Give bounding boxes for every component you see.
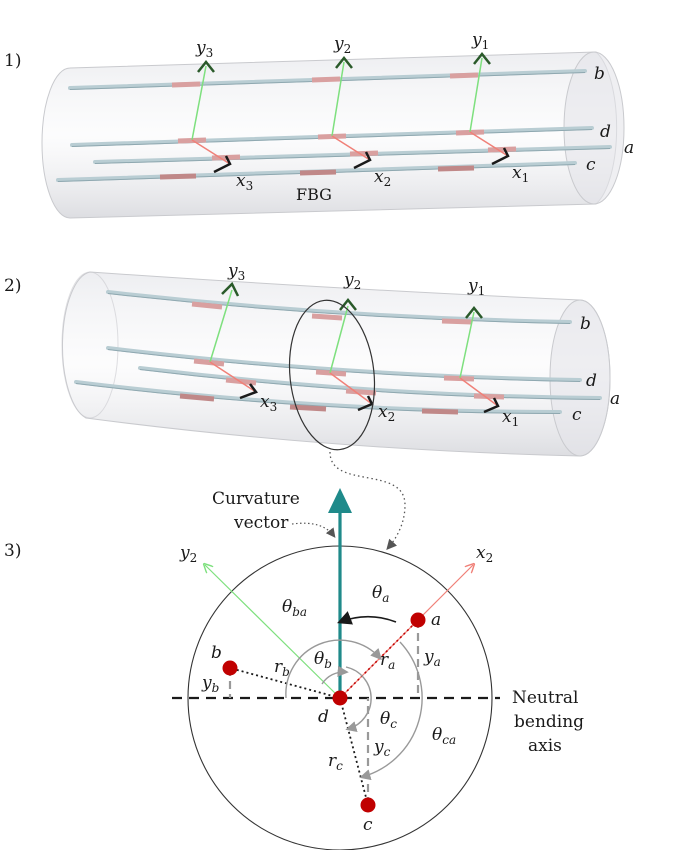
- theta-b-arc: [321, 665, 349, 685]
- panel-2-x3-label: x3: [260, 392, 277, 414]
- panel-2-y3-label: y3: [227, 261, 245, 283]
- r-b-line: [229, 667, 341, 699]
- fiber-c: [74, 380, 562, 414]
- panel-1-x3-label: x3: [236, 171, 253, 193]
- neutral-axis-label-1: Neutral: [512, 688, 578, 708]
- panel-1-y2-label: y2: [333, 34, 351, 56]
- panel-2-x1-label: x1: [502, 407, 519, 429]
- grating: [171, 81, 201, 88]
- y2-axis-label: y2: [179, 543, 197, 565]
- grating: [449, 72, 479, 79]
- panel-2-local-frames: [209, 281, 500, 414]
- theta-ca-arc: [359, 641, 423, 781]
- theta-a-label: θa: [372, 583, 389, 605]
- x2-axis: [339, 565, 473, 699]
- curvature-vector-head: [328, 488, 352, 513]
- core-d: [332, 690, 348, 706]
- core-a: [410, 612, 426, 628]
- panel-3: 3) y2 x2 Neutral bending axis Curvature …: [4, 488, 584, 850]
- theta-ca-label: θca: [432, 725, 456, 747]
- neutral-axis-label-2: bending: [514, 712, 584, 732]
- panel-2-fiber-c-label: c: [572, 405, 582, 425]
- panel-1: 1): [4, 30, 634, 219]
- core-c-label: c: [363, 815, 373, 835]
- panel-1-x1-label: x1: [512, 163, 529, 185]
- theta-ba-arc: [285, 639, 382, 699]
- panel-2-label: 2): [4, 276, 21, 296]
- panel-2-tube: [61, 271, 611, 457]
- r-b-label: rb: [274, 657, 290, 679]
- panel-1-fiber-c-label: c: [586, 155, 596, 175]
- r-a-label: ra: [380, 650, 395, 672]
- panel-1-local-frames: [191, 51, 510, 174]
- panel-2-y2-label: y2: [343, 270, 361, 292]
- panel-2-cross-section-ellipse: [288, 299, 376, 451]
- core-c: [360, 797, 376, 813]
- fiber-b: [106, 290, 572, 324]
- theta-c-label: θc: [380, 709, 397, 731]
- grating: [159, 173, 197, 180]
- panel-2-fiber-b-label: b: [580, 314, 591, 334]
- x2-axis-label: x2: [476, 543, 493, 565]
- core-b-label: b: [211, 643, 222, 663]
- r-c-label: rc: [328, 751, 343, 773]
- fiber-a: [138, 366, 602, 400]
- panel-3-label: 3): [4, 541, 21, 561]
- panel-2-fibers: [74, 290, 602, 414]
- section-connector: [329, 451, 406, 550]
- panel-2-fiber-d-label: d: [586, 371, 597, 391]
- theta-c-arc: [345, 666, 372, 733]
- panel-1-label: 1): [4, 51, 21, 71]
- grating: [437, 165, 475, 172]
- theta-a-arc: [337, 611, 397, 625]
- y-c-label: yc: [373, 737, 391, 759]
- core-a-label: a: [431, 610, 441, 630]
- theta-ba-label: θba: [282, 597, 307, 619]
- y-b-label: yb: [201, 673, 219, 695]
- panel-1-x2-label: x2: [374, 167, 391, 189]
- grating: [487, 146, 517, 153]
- curvature-label-1: Curvature: [212, 489, 300, 509]
- grating: [311, 76, 341, 83]
- core-d-label: d: [318, 707, 329, 727]
- fiber-d: [106, 346, 582, 382]
- curvature-label-pointer: [291, 522, 336, 538]
- r-c-line: [339, 697, 369, 806]
- grating: [299, 169, 337, 176]
- panel-1-fbg-label: FBG: [296, 185, 332, 204]
- panel-1-fiber-a-label: a: [624, 138, 634, 158]
- y-a-label: ya: [423, 647, 441, 669]
- neutral-axis-label-3: axis: [528, 736, 562, 756]
- panel-1-y1-label: y1: [471, 30, 489, 52]
- panel-2: 2): [4, 261, 620, 550]
- panel-2-x2-label: x2: [378, 402, 395, 424]
- panel-2-fiber-a-label: a: [610, 389, 620, 409]
- theta-b-label: θb: [314, 649, 332, 671]
- grating: [349, 150, 379, 157]
- core-b: [222, 660, 238, 676]
- panel-2-y1-label: y1: [467, 276, 485, 298]
- panel-1-fiber-d-label: d: [600, 122, 611, 142]
- panel-1-fiber-b-label: b: [594, 64, 605, 84]
- curvature-label-2: vector: [233, 513, 289, 533]
- panel-1-y3-label: y3: [195, 38, 213, 60]
- y2-axis: [205, 565, 341, 699]
